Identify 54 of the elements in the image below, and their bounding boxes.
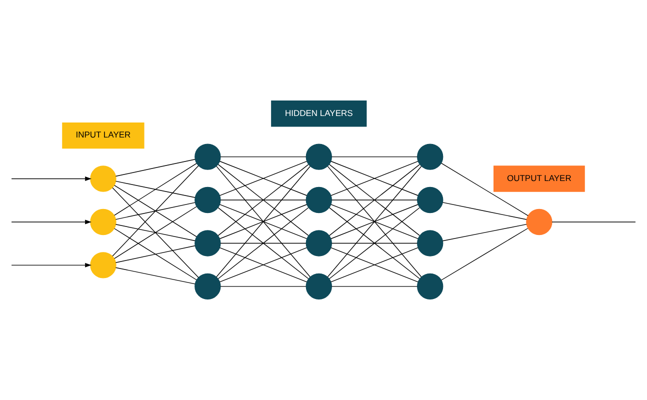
connector xyxy=(330,160,418,196)
connector xyxy=(115,180,196,198)
connector xyxy=(327,166,422,278)
connector xyxy=(114,184,197,237)
node-circle xyxy=(194,144,221,170)
arrow xyxy=(11,176,92,181)
connector xyxy=(329,164,420,236)
connector xyxy=(220,286,306,287)
node-circle xyxy=(306,230,332,256)
connector xyxy=(115,159,196,177)
connector xyxy=(114,206,197,259)
connector xyxy=(114,163,197,216)
node-circle xyxy=(194,230,221,256)
connector xyxy=(115,224,196,242)
node-box: HIDDEN LAYERS xyxy=(271,100,367,127)
arrow xyxy=(11,220,92,224)
node-circle xyxy=(417,230,444,256)
connector xyxy=(219,204,308,240)
connector xyxy=(220,242,306,244)
connector xyxy=(218,164,309,236)
connector xyxy=(331,156,418,158)
node-circle xyxy=(90,208,116,236)
connector xyxy=(331,286,418,287)
node-circle xyxy=(194,186,221,214)
connector xyxy=(115,245,196,263)
node-circle xyxy=(417,273,444,300)
connector xyxy=(219,247,308,282)
node-circle xyxy=(90,166,116,192)
connector xyxy=(112,165,199,256)
connector xyxy=(216,166,310,278)
node-circle xyxy=(306,273,332,300)
connector xyxy=(442,224,527,242)
connector xyxy=(115,202,196,220)
connector xyxy=(331,242,418,244)
connector xyxy=(114,228,197,280)
connector xyxy=(219,160,308,196)
arrow xyxy=(11,262,92,268)
node-circle xyxy=(417,186,444,214)
node-circle xyxy=(306,186,332,214)
connector xyxy=(440,162,528,216)
node-circle xyxy=(90,252,116,278)
connector xyxy=(112,187,199,278)
connector xyxy=(115,267,196,284)
node-circle xyxy=(194,273,221,300)
node-circle xyxy=(526,208,552,236)
node-box: OUTPUT LAYER xyxy=(494,166,585,192)
connector xyxy=(330,204,418,240)
node-circle xyxy=(306,144,332,170)
connector xyxy=(330,247,418,282)
connector xyxy=(220,156,306,158)
connector xyxy=(442,202,527,220)
node-box: INPUT LAYER xyxy=(62,122,144,149)
connector xyxy=(440,228,528,280)
node-circle xyxy=(417,144,444,170)
